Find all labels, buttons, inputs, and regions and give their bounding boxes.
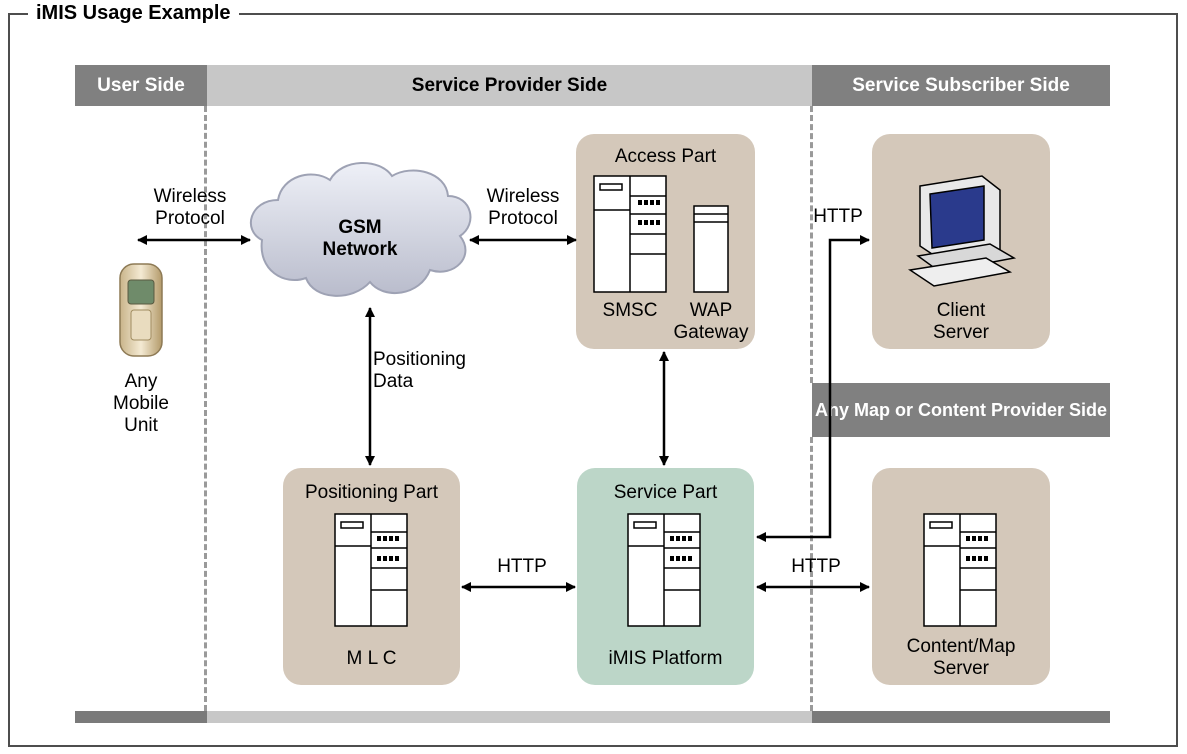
imis-platform-server-leds	[670, 536, 692, 561]
service-part-title: Service Part	[613, 482, 718, 503]
header-service-subscriber-side: Service Subscriber Side	[812, 65, 1110, 106]
positioning-label-line1: Positioning	[373, 349, 466, 370]
wap-label-line1: WAP	[689, 300, 733, 321]
diagram-frame	[8, 13, 1178, 747]
protocol2-label-line2: Protocol	[488, 208, 558, 229]
client-computer-icon	[907, 175, 1017, 287]
protocol-label-line2: Protocol	[155, 208, 225, 229]
footer-bar-provider	[207, 711, 812, 723]
arrow-http-service-client	[756, 235, 870, 542]
footer-bar-subscriber	[812, 711, 1110, 723]
client-server-label: Client Server	[872, 300, 1050, 344]
mobile-label-line2: Mobile	[113, 393, 169, 414]
http-subscriber-label: HTTP	[813, 206, 863, 227]
mobile-label-line3: Unit	[124, 415, 158, 436]
mlc-server-icon	[334, 513, 408, 627]
mlc-label: M L C	[346, 648, 397, 669]
footer-bar-user	[75, 711, 207, 723]
smsc-label: SMSC	[602, 300, 658, 321]
gateway-label-line2: Gateway	[673, 322, 749, 343]
separator-provider-content	[810, 437, 813, 711]
wap-gateway-server-icon	[693, 205, 729, 293]
header-user-side: User Side	[75, 65, 207, 106]
imis-platform-label: iMIS Platform	[608, 648, 723, 669]
wireless2-label-line1: Wireless	[486, 186, 560, 207]
http-positioning-label: HTTP	[497, 556, 547, 577]
diagram-title: iMIS Usage Example	[28, 0, 239, 26]
wireless-label-line1: Wireless	[153, 186, 227, 207]
mobile-label-line1: Any	[124, 371, 158, 392]
network-label: Network	[322, 239, 398, 260]
gsm-network-label: GSM Network	[305, 217, 415, 261]
http-content-label: HTTP	[791, 556, 841, 577]
smsc-server-leds	[638, 200, 660, 225]
wireless-protocol-label-2: Wireless Protocol	[468, 186, 578, 230]
content-map-label-line1: Content/Map	[906, 636, 1016, 657]
mobile-phone-icon	[119, 263, 163, 357]
imis-platform-server-icon	[627, 513, 701, 627]
gsm-cloud-icon	[249, 162, 472, 297]
content-map-server-icon	[923, 513, 997, 627]
positioning-label-line2: Data	[373, 371, 414, 392]
wireless-protocol-label-1: Wireless Protocol	[140, 186, 240, 230]
content-server-label-line2: Server	[933, 658, 989, 679]
positioning-part-title: Positioning Part	[304, 482, 439, 503]
mobile-unit-label: Any Mobile Unit	[86, 371, 196, 437]
positioning-data-label: Positioning Data	[373, 349, 503, 393]
content-map-server-leds	[966, 536, 988, 561]
smsc-server-icon	[593, 175, 667, 293]
wap-gateway-label: WAP Gateway	[666, 300, 756, 344]
access-part-title: Access Part	[614, 146, 717, 167]
client-label-line1: Client	[936, 300, 986, 321]
server-label-line2: Server	[933, 322, 989, 343]
header-service-provider-side: Service Provider Side	[207, 65, 812, 106]
content-map-server-label: Content/Map Server	[872, 636, 1050, 680]
gsm-label: GSM	[338, 217, 382, 238]
mlc-server-leds	[377, 536, 399, 561]
separator-user-provider	[204, 106, 207, 711]
